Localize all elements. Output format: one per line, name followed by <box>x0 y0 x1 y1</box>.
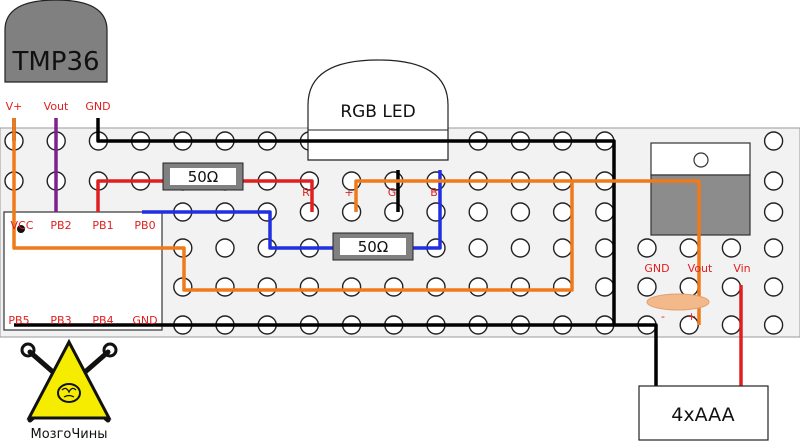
perfboard-hole <box>552 238 573 258</box>
battery-label: 4xAAA <box>671 404 734 426</box>
perfboard-hole <box>215 238 235 258</box>
capacitor-minus: - <box>661 310 665 323</box>
brand-logo: МозгоЧины <box>20 338 118 442</box>
wire-ground-bus <box>96 118 616 325</box>
perfboard-hole <box>468 277 488 297</box>
perfboard-hole <box>510 238 531 258</box>
mcu-pin-pb3: PB3 <box>50 314 71 327</box>
perfboard-hole <box>384 277 404 297</box>
perfboard-hole <box>763 315 784 335</box>
perfboard-hole <box>763 171 784 191</box>
led-pin-b: B <box>430 186 438 199</box>
wire-vout-orange <box>572 179 701 325</box>
perfboard-hole <box>384 202 404 222</box>
rgb-led <box>307 59 449 161</box>
perfboard-hole <box>763 277 784 297</box>
tmp36-pin-vout: Vout <box>44 100 69 113</box>
perfboard-hole <box>510 277 531 297</box>
perfboard-hole <box>552 277 573 297</box>
wire-ground-bottom <box>14 323 658 386</box>
perfboard-hole <box>426 277 446 297</box>
mcu-pin-pb4: PB4 <box>92 314 113 327</box>
capacitor <box>646 293 710 311</box>
perfboard-hole <box>215 277 235 297</box>
brand-logo-text: МозгоЧины <box>31 427 108 442</box>
resistor-bottom: 50Ω <box>332 232 414 261</box>
mcu-pin-gnd: GND <box>132 314 157 327</box>
mcu-chip <box>3 211 163 331</box>
tmp36-pin-vplus: V+ <box>6 100 23 113</box>
warning-triangle-icon <box>26 338 112 420</box>
wire-pb0-blue <box>142 170 442 250</box>
perfboard-hole <box>763 238 784 258</box>
perfboard-hole <box>763 131 784 151</box>
regulator-hole <box>693 152 709 168</box>
led-pin-g: G <box>388 186 397 199</box>
perfboard-hole <box>426 202 446 222</box>
perfboard-hole <box>763 202 784 222</box>
mcu-pin-pb0: PB0 <box>134 219 155 232</box>
tmp36-sensor <box>4 0 108 83</box>
mcu-pin1-dot <box>17 225 25 233</box>
regulator-pin-gnd: GND <box>644 262 669 275</box>
mcu-pin-vcc: VCC <box>11 219 34 232</box>
battery-pack <box>638 385 769 441</box>
regulator-pin-vout: Vout <box>688 262 713 275</box>
mcu-pin-pb2: PB2 <box>50 219 71 232</box>
perfboard-hole <box>595 202 615 222</box>
capacitor-plus: + <box>687 310 696 323</box>
perfboard-hole <box>468 202 488 222</box>
perfboard-hole <box>468 238 488 258</box>
perfboard-hole <box>299 277 320 297</box>
perfboard-hole <box>637 277 657 297</box>
perfboard-hole <box>299 202 320 222</box>
perfboard-hole <box>595 277 615 297</box>
wires <box>12 118 743 386</box>
mcu-pin-labels: VCC PB2 PB1 PB0 PB5 PB3 PB4 GND <box>8 219 157 327</box>
resistor-bottom-label: 50Ω <box>358 238 389 256</box>
perfboard-hole <box>341 277 362 297</box>
resistor-top-label: 50Ω <box>188 168 219 186</box>
tmp36-pin-labels: V+ Vout GND <box>6 100 111 113</box>
regulator-pin-labels: GND Vout Vin <box>644 262 750 275</box>
led-pin-r: R <box>302 186 310 199</box>
perfboard-hole <box>637 238 657 258</box>
perfboard-hole <box>679 277 699 297</box>
perfboard-hole <box>595 238 615 258</box>
perfboard-hole <box>679 238 699 258</box>
perfboard-hole <box>721 238 742 258</box>
perfboard-hole <box>341 202 362 222</box>
tmp36-title: TMP36 <box>11 47 99 77</box>
perfboard-hole <box>257 277 277 297</box>
rgb-led-title: RGB LED <box>340 102 415 122</box>
perfboard-hole <box>510 202 531 222</box>
tmp36-pin-gnd: GND <box>85 100 110 113</box>
perfboard-hole <box>721 277 742 297</box>
resistor-top: 50Ω <box>162 162 244 191</box>
regulator-pin-vin: Vin <box>733 262 750 275</box>
wire-vcc-orange <box>12 118 574 292</box>
perfboard-hole <box>552 202 573 222</box>
mcu-pin-pb1: PB1 <box>92 219 113 232</box>
perfboard-hole <box>721 315 742 335</box>
led-pin-plus: + <box>344 186 353 199</box>
led-pin-labels: R + G B <box>302 186 438 199</box>
mcu-pin-pb5: PB5 <box>8 314 29 327</box>
